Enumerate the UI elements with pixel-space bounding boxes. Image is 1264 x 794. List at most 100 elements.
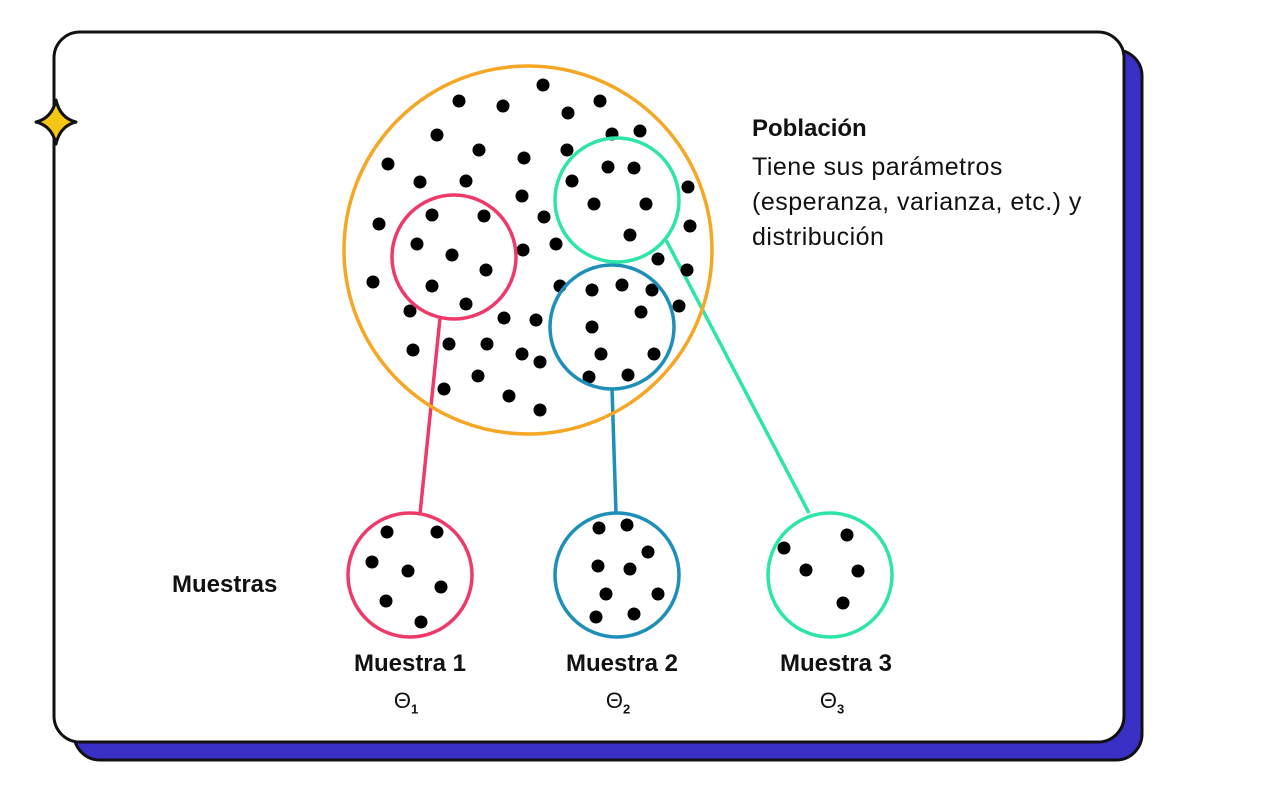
sample-dot [641, 545, 655, 559]
population-dot [680, 263, 694, 277]
population-dot [372, 217, 386, 231]
population-dot [381, 157, 395, 171]
sample-dot [799, 563, 813, 577]
sample-dot [365, 555, 379, 569]
population-dot [425, 279, 439, 293]
population-dot [515, 347, 529, 361]
population-dot [651, 252, 665, 266]
sample-1-highlight [390, 193, 518, 321]
sample-dot [401, 564, 415, 578]
population-description: Tiene sus parámetros (esperanza, varianz… [752, 153, 1082, 251]
population-dot [442, 337, 456, 351]
population-dot [533, 355, 547, 369]
population-dot [623, 228, 637, 242]
population-dot [587, 197, 601, 211]
sample-dot [380, 525, 394, 539]
sample-dot [592, 521, 606, 535]
population-dot [410, 237, 424, 251]
sample-2-connector [610, 387, 618, 514]
population-dot [413, 175, 427, 189]
sample-2-highlight [548, 263, 676, 391]
population-dot [459, 297, 473, 311]
population-dot [403, 304, 417, 318]
population-dot [634, 305, 648, 319]
sample-1-circle [346, 511, 474, 639]
population-dot [601, 160, 615, 174]
population-dot [639, 197, 653, 211]
population-dot [497, 311, 511, 325]
population-dot [445, 248, 459, 262]
population-dot [517, 151, 531, 165]
population-dot [366, 275, 380, 289]
population-dot [480, 337, 494, 351]
population-dot [561, 106, 575, 120]
sample-dot [651, 587, 665, 601]
sample-dot [379, 594, 393, 608]
population-dot [585, 283, 599, 297]
sample-dot [623, 562, 637, 576]
sample-dot [434, 580, 448, 594]
population-dot [479, 263, 493, 277]
population-dot [672, 299, 686, 313]
population-circle [342, 64, 714, 436]
population-dot [647, 347, 661, 361]
population-dot [582, 370, 596, 384]
population-dot [502, 389, 516, 403]
population-dot [496, 99, 510, 113]
sample-dot [589, 610, 603, 624]
theta-symbol: Θ [605, 688, 623, 713]
sample-dot [840, 528, 854, 542]
population-dot [621, 368, 635, 382]
population-dot [549, 237, 563, 251]
sample-3-highlight [553, 136, 681, 264]
population-dot [477, 209, 491, 223]
population-dot [537, 210, 551, 224]
sample-dot [851, 564, 865, 578]
sample-2-title: Muestra 2 [565, 650, 679, 677]
population-dot [645, 283, 659, 297]
sample-dot [591, 559, 605, 573]
theta-symbol: Θ [819, 688, 837, 713]
sample-1-parameter: Θ1 [306, 688, 506, 716]
population-dot [627, 161, 641, 175]
population-dot [459, 174, 473, 188]
population-title: Población [752, 115, 867, 142]
sample-1-connector [418, 317, 442, 515]
population-dot [406, 343, 420, 357]
population-dot [430, 128, 444, 142]
sample-2-circle [553, 511, 681, 639]
population-dot [594, 347, 608, 361]
population-dot [516, 243, 530, 257]
sample-1-title: Muestra 1 [353, 650, 467, 677]
sample-dot [414, 615, 428, 629]
population-dot [633, 124, 647, 138]
population-dot [681, 180, 695, 194]
sparkle-icon [34, 98, 78, 146]
sample-dot [627, 607, 641, 621]
sample-3-connector [664, 239, 811, 514]
population-dot [560, 143, 574, 157]
population-dot [471, 369, 485, 383]
sample-dot [599, 587, 613, 601]
population-dot [615, 278, 629, 292]
sample-3-circle [766, 511, 894, 639]
sample-2-parameter: Θ2 [518, 688, 718, 716]
theta-symbol: Θ [393, 688, 411, 713]
population-dot [515, 189, 529, 203]
population-dot [683, 219, 697, 233]
sample-dot [430, 525, 444, 539]
card [52, 30, 1126, 744]
population-dot [452, 94, 466, 108]
population-dot [593, 94, 607, 108]
sample-dot [836, 596, 850, 610]
population-dot [437, 382, 451, 396]
population-dot [536, 78, 550, 92]
population-dot [529, 313, 543, 327]
theta-subscript: 3 [836, 701, 845, 717]
sample-dot [620, 518, 634, 532]
theta-subscript: 2 [622, 701, 631, 717]
samples-label: Muestras [172, 571, 278, 598]
sample-3-title: Muestra 3 [779, 650, 893, 677]
sample-3-parameter: Θ3 [732, 688, 932, 716]
